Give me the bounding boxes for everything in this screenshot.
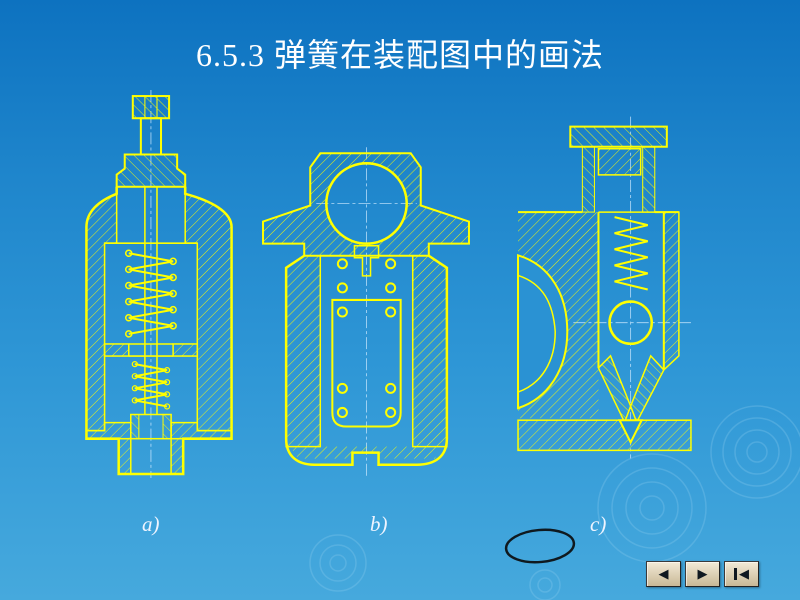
first-icon: ◀ xyxy=(739,566,749,582)
cap-plug xyxy=(597,147,642,176)
adjusting-knob xyxy=(131,95,171,120)
seat-wall xyxy=(629,354,665,425)
slide-title: 6.5.3 弹簧在装配图中的画法 xyxy=(195,37,604,73)
hatched-base xyxy=(517,419,692,452)
ball xyxy=(608,300,654,346)
figure-b-drawing xyxy=(262,147,470,479)
hatched-wall xyxy=(411,254,448,448)
figure-b-label: b) xyxy=(370,512,388,536)
hatched-wall xyxy=(184,192,233,432)
figure-c xyxy=(513,116,699,464)
figure-a-drawing xyxy=(85,90,233,478)
spring-wire-sections xyxy=(131,360,171,410)
figure-a xyxy=(78,90,240,478)
nav-buttons: ◀ ▶ ◀ xyxy=(646,561,759,587)
figure-c-label: c) xyxy=(590,512,607,536)
valve-disc xyxy=(353,244,380,277)
figure-b xyxy=(258,146,474,480)
hatched-wall xyxy=(663,211,680,372)
forward-icon: ▶ xyxy=(697,566,708,582)
small-spring-coil xyxy=(134,363,168,408)
main-spring-coil xyxy=(128,252,174,335)
cap-flange xyxy=(569,125,668,148)
ink-ellipse xyxy=(504,528,576,564)
nav-first-button[interactable]: ◀ xyxy=(724,561,759,587)
figure-a-label: a) xyxy=(142,512,160,536)
spring-wire-sections xyxy=(124,249,177,338)
hatched-wall xyxy=(85,192,118,432)
nav-forward-button[interactable]: ▶ xyxy=(685,561,720,587)
spring-coil xyxy=(614,216,648,291)
seat-wall xyxy=(597,354,632,425)
nav-back-button[interactable]: ◀ xyxy=(646,561,681,587)
pipe-bore xyxy=(517,253,569,410)
outlet-tip xyxy=(617,419,644,445)
gland-collar xyxy=(115,153,187,188)
inner-cup xyxy=(331,298,402,428)
ball xyxy=(325,162,408,245)
spring-wire-sections xyxy=(336,258,397,418)
figure-c-drawing xyxy=(517,116,694,459)
hatched-cap xyxy=(262,152,470,257)
hatched-bottom xyxy=(290,446,441,459)
first-icon-bar xyxy=(734,568,737,580)
hatched-wall xyxy=(285,254,322,448)
back-icon: ◀ xyxy=(658,566,669,582)
